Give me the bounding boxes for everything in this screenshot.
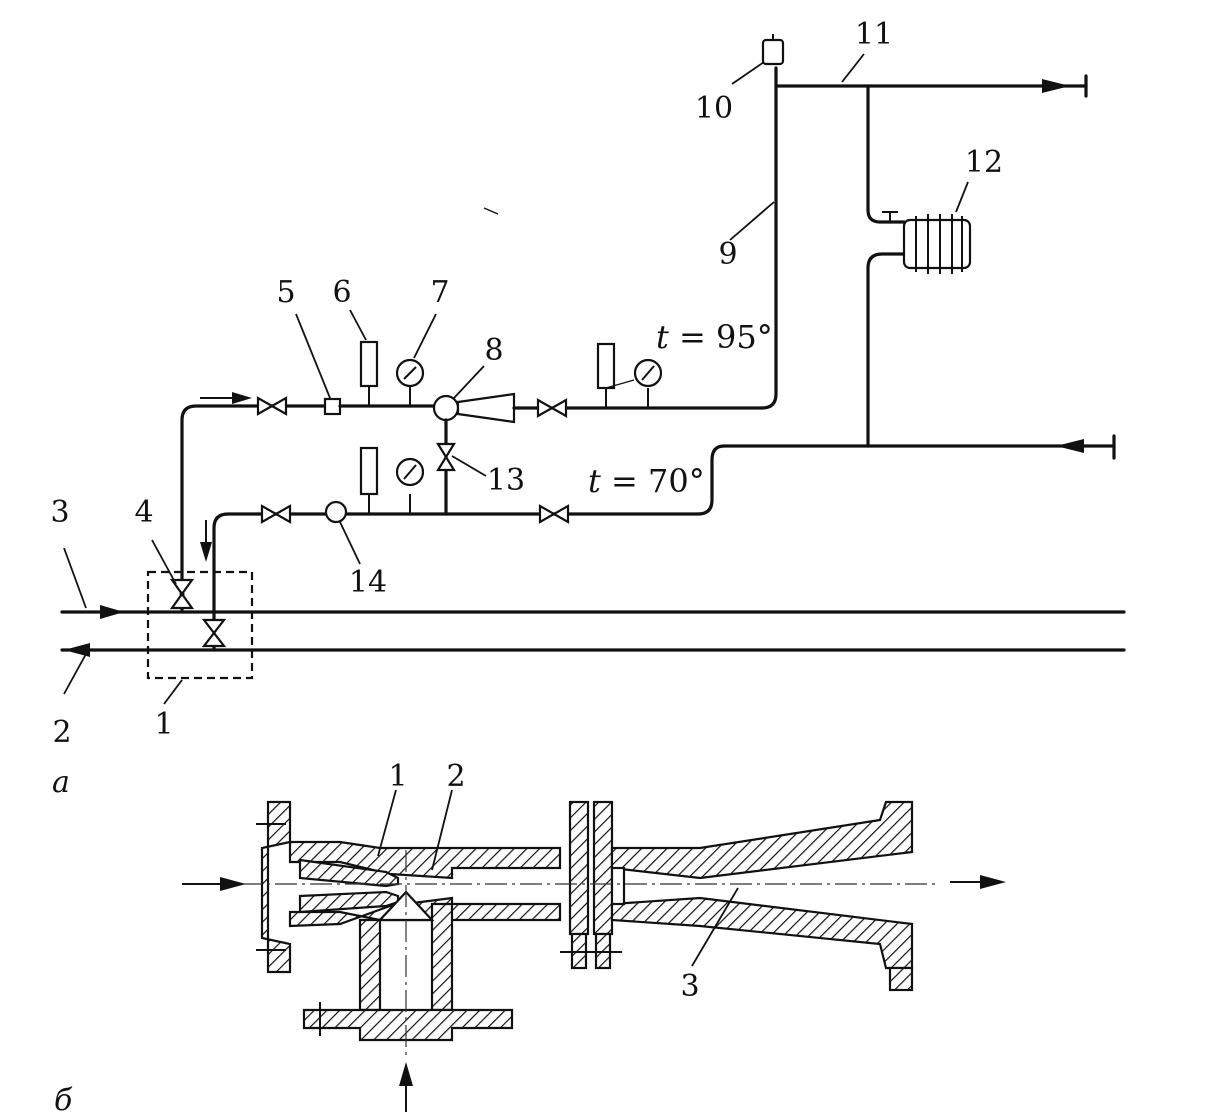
inlet-flow-arrow bbox=[182, 877, 246, 891]
mud-separator-5 bbox=[323, 397, 342, 416]
return-collector-pipe bbox=[722, 434, 1116, 460]
section-callout-2: 2 bbox=[446, 759, 465, 794]
chamber-valve-supply bbox=[169, 578, 195, 610]
valve-chamber bbox=[146, 570, 254, 680]
section-callout-3: 3 bbox=[680, 969, 699, 1004]
diffuser-3 bbox=[610, 800, 914, 880]
supply-riser-9 bbox=[760, 82, 778, 410]
panel-letter-b: б bbox=[54, 1083, 73, 1112]
elevator-8 bbox=[432, 392, 516, 424]
callout-2: 2 bbox=[52, 715, 71, 750]
mud-separator-14 bbox=[324, 500, 348, 524]
thermometer-supply bbox=[596, 342, 616, 408]
section-callout-1: 1 bbox=[388, 759, 407, 794]
return-valve-1 bbox=[260, 504, 292, 524]
return-temperature-label: t = 70° bbox=[588, 462, 705, 500]
stray-mark bbox=[483, 207, 499, 215]
callout-12: 12 bbox=[965, 145, 1003, 180]
inlet-flange bbox=[260, 800, 292, 974]
callout-10: 10 bbox=[695, 91, 733, 126]
return-valve-2 bbox=[538, 504, 570, 524]
middle-flange-pair bbox=[560, 800, 622, 970]
thermometer-6 bbox=[359, 340, 379, 406]
suction-branch bbox=[358, 918, 382, 1012]
callout-11: 11 bbox=[855, 17, 893, 52]
main-return-pipe bbox=[60, 643, 1126, 657]
pressure-gauge-7 bbox=[395, 358, 425, 406]
supply-valve-1 bbox=[256, 396, 288, 416]
supply-valve-2 bbox=[536, 398, 568, 418]
bypass-valve-13 bbox=[436, 442, 456, 472]
chamber-valve-return bbox=[201, 618, 227, 648]
callout-9: 9 bbox=[718, 237, 737, 272]
housing-upper-wall bbox=[288, 840, 562, 880]
callout-1: 1 bbox=[154, 707, 173, 742]
radiator-12 bbox=[902, 214, 972, 274]
supply-temperature-label: t = 95° bbox=[656, 318, 773, 356]
callout-5: 5 bbox=[276, 275, 295, 310]
return-branch-pipe bbox=[212, 512, 260, 652]
pressure-gauge-supply bbox=[633, 358, 663, 408]
radiator-valve bbox=[882, 211, 898, 222]
supply-branch-pipe bbox=[180, 404, 260, 614]
thermometer-return bbox=[359, 446, 379, 514]
panel-letter-a: а bbox=[52, 765, 70, 800]
supply-flow-arrow bbox=[200, 392, 252, 404]
callout-6: 6 bbox=[332, 275, 351, 310]
callout-13: 13 bbox=[487, 463, 525, 498]
callout-8: 8 bbox=[484, 333, 503, 368]
scheme-a: 3 2 1 4 5 6 7 8 9 10 11 12 13 14 t = 95°… bbox=[50, 17, 1126, 800]
air-collector-10 bbox=[761, 38, 785, 66]
suction-flow-arrow bbox=[399, 1062, 413, 1112]
callout-4: 4 bbox=[134, 495, 153, 530]
leader-lines bbox=[63, 53, 969, 705]
main-supply-pipe bbox=[60, 605, 1126, 619]
callout-3: 3 bbox=[50, 495, 69, 530]
return-riser bbox=[332, 444, 726, 516]
return-flow-arrow bbox=[200, 520, 212, 562]
pressure-gauge-return bbox=[395, 457, 425, 514]
distribution-pipe-11 bbox=[774, 74, 1088, 98]
scheme-b: 1 2 3 б bbox=[54, 759, 1006, 1117]
callout-7: 7 bbox=[430, 275, 449, 310]
outlet-flow-arrow bbox=[950, 875, 1006, 889]
callout-14: 14 bbox=[349, 565, 387, 600]
suction-flange bbox=[302, 1008, 514, 1042]
